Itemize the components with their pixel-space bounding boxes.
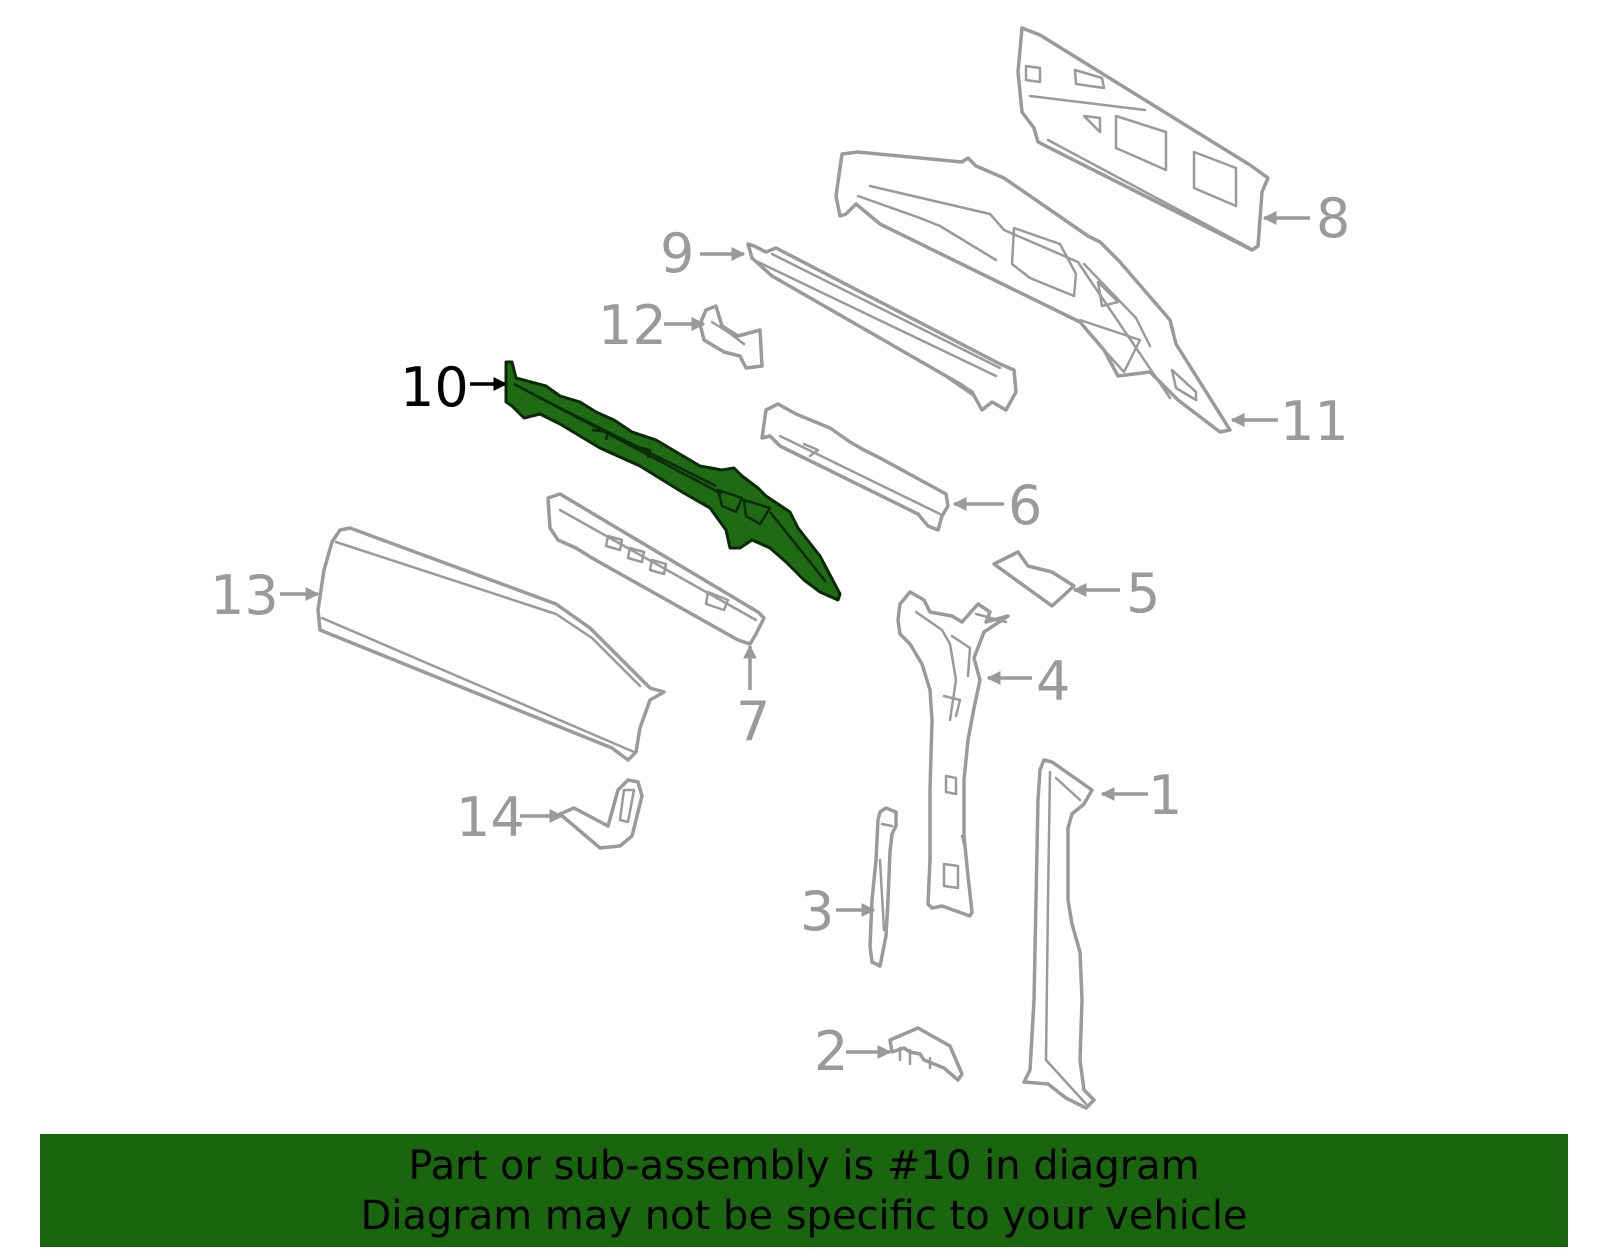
callout-9[interactable]: 9	[660, 222, 694, 285]
part-10[interactable]	[504, 360, 842, 602]
part-14[interactable]	[558, 778, 644, 850]
callout-10[interactable]: 10	[400, 356, 469, 419]
part-7[interactable]	[546, 492, 766, 646]
callout-13[interactable]: 13	[210, 564, 279, 627]
callout-4[interactable]: 4	[1036, 650, 1070, 713]
info-banner: Part or sub-assembly is #10 in diagram D…	[40, 1134, 1568, 1247]
part-4[interactable]	[896, 590, 1010, 918]
part-9[interactable]	[746, 242, 1018, 412]
part-13[interactable]	[316, 526, 666, 762]
callout-12[interactable]: 12	[598, 294, 667, 357]
callout-8[interactable]: 8	[1316, 187, 1350, 250]
callout-1[interactable]: 1	[1148, 764, 1182, 827]
banner-line-disclaimer: Diagram may not be specific to your vehi…	[360, 1192, 1248, 1239]
part-1[interactable]	[1022, 758, 1096, 1110]
part-12[interactable]	[698, 304, 764, 370]
callout-5[interactable]: 5	[1126, 562, 1160, 625]
part-11[interactable]	[834, 150, 1232, 434]
banner-line-part: Part or sub-assembly is #10 in diagram	[408, 1142, 1200, 1189]
callout-11[interactable]: 11	[1280, 390, 1349, 453]
callout-2[interactable]: 2	[814, 1020, 848, 1083]
part-5[interactable]	[992, 550, 1076, 608]
callout-6[interactable]: 6	[1008, 474, 1042, 537]
callout-labels: 8 9 11 12 10 6 13 5 7 4 1 14 3 2	[210, 187, 1350, 1083]
callout-7[interactable]: 7	[736, 690, 770, 753]
part-6[interactable]	[760, 402, 950, 532]
callout-3[interactable]: 3	[800, 880, 834, 943]
part-3[interactable]	[868, 806, 898, 968]
part-2[interactable]	[888, 1026, 964, 1082]
part-8[interactable]	[1016, 26, 1270, 252]
leader-lines	[280, 211, 1310, 1059]
callout-14[interactable]: 14	[456, 786, 525, 849]
